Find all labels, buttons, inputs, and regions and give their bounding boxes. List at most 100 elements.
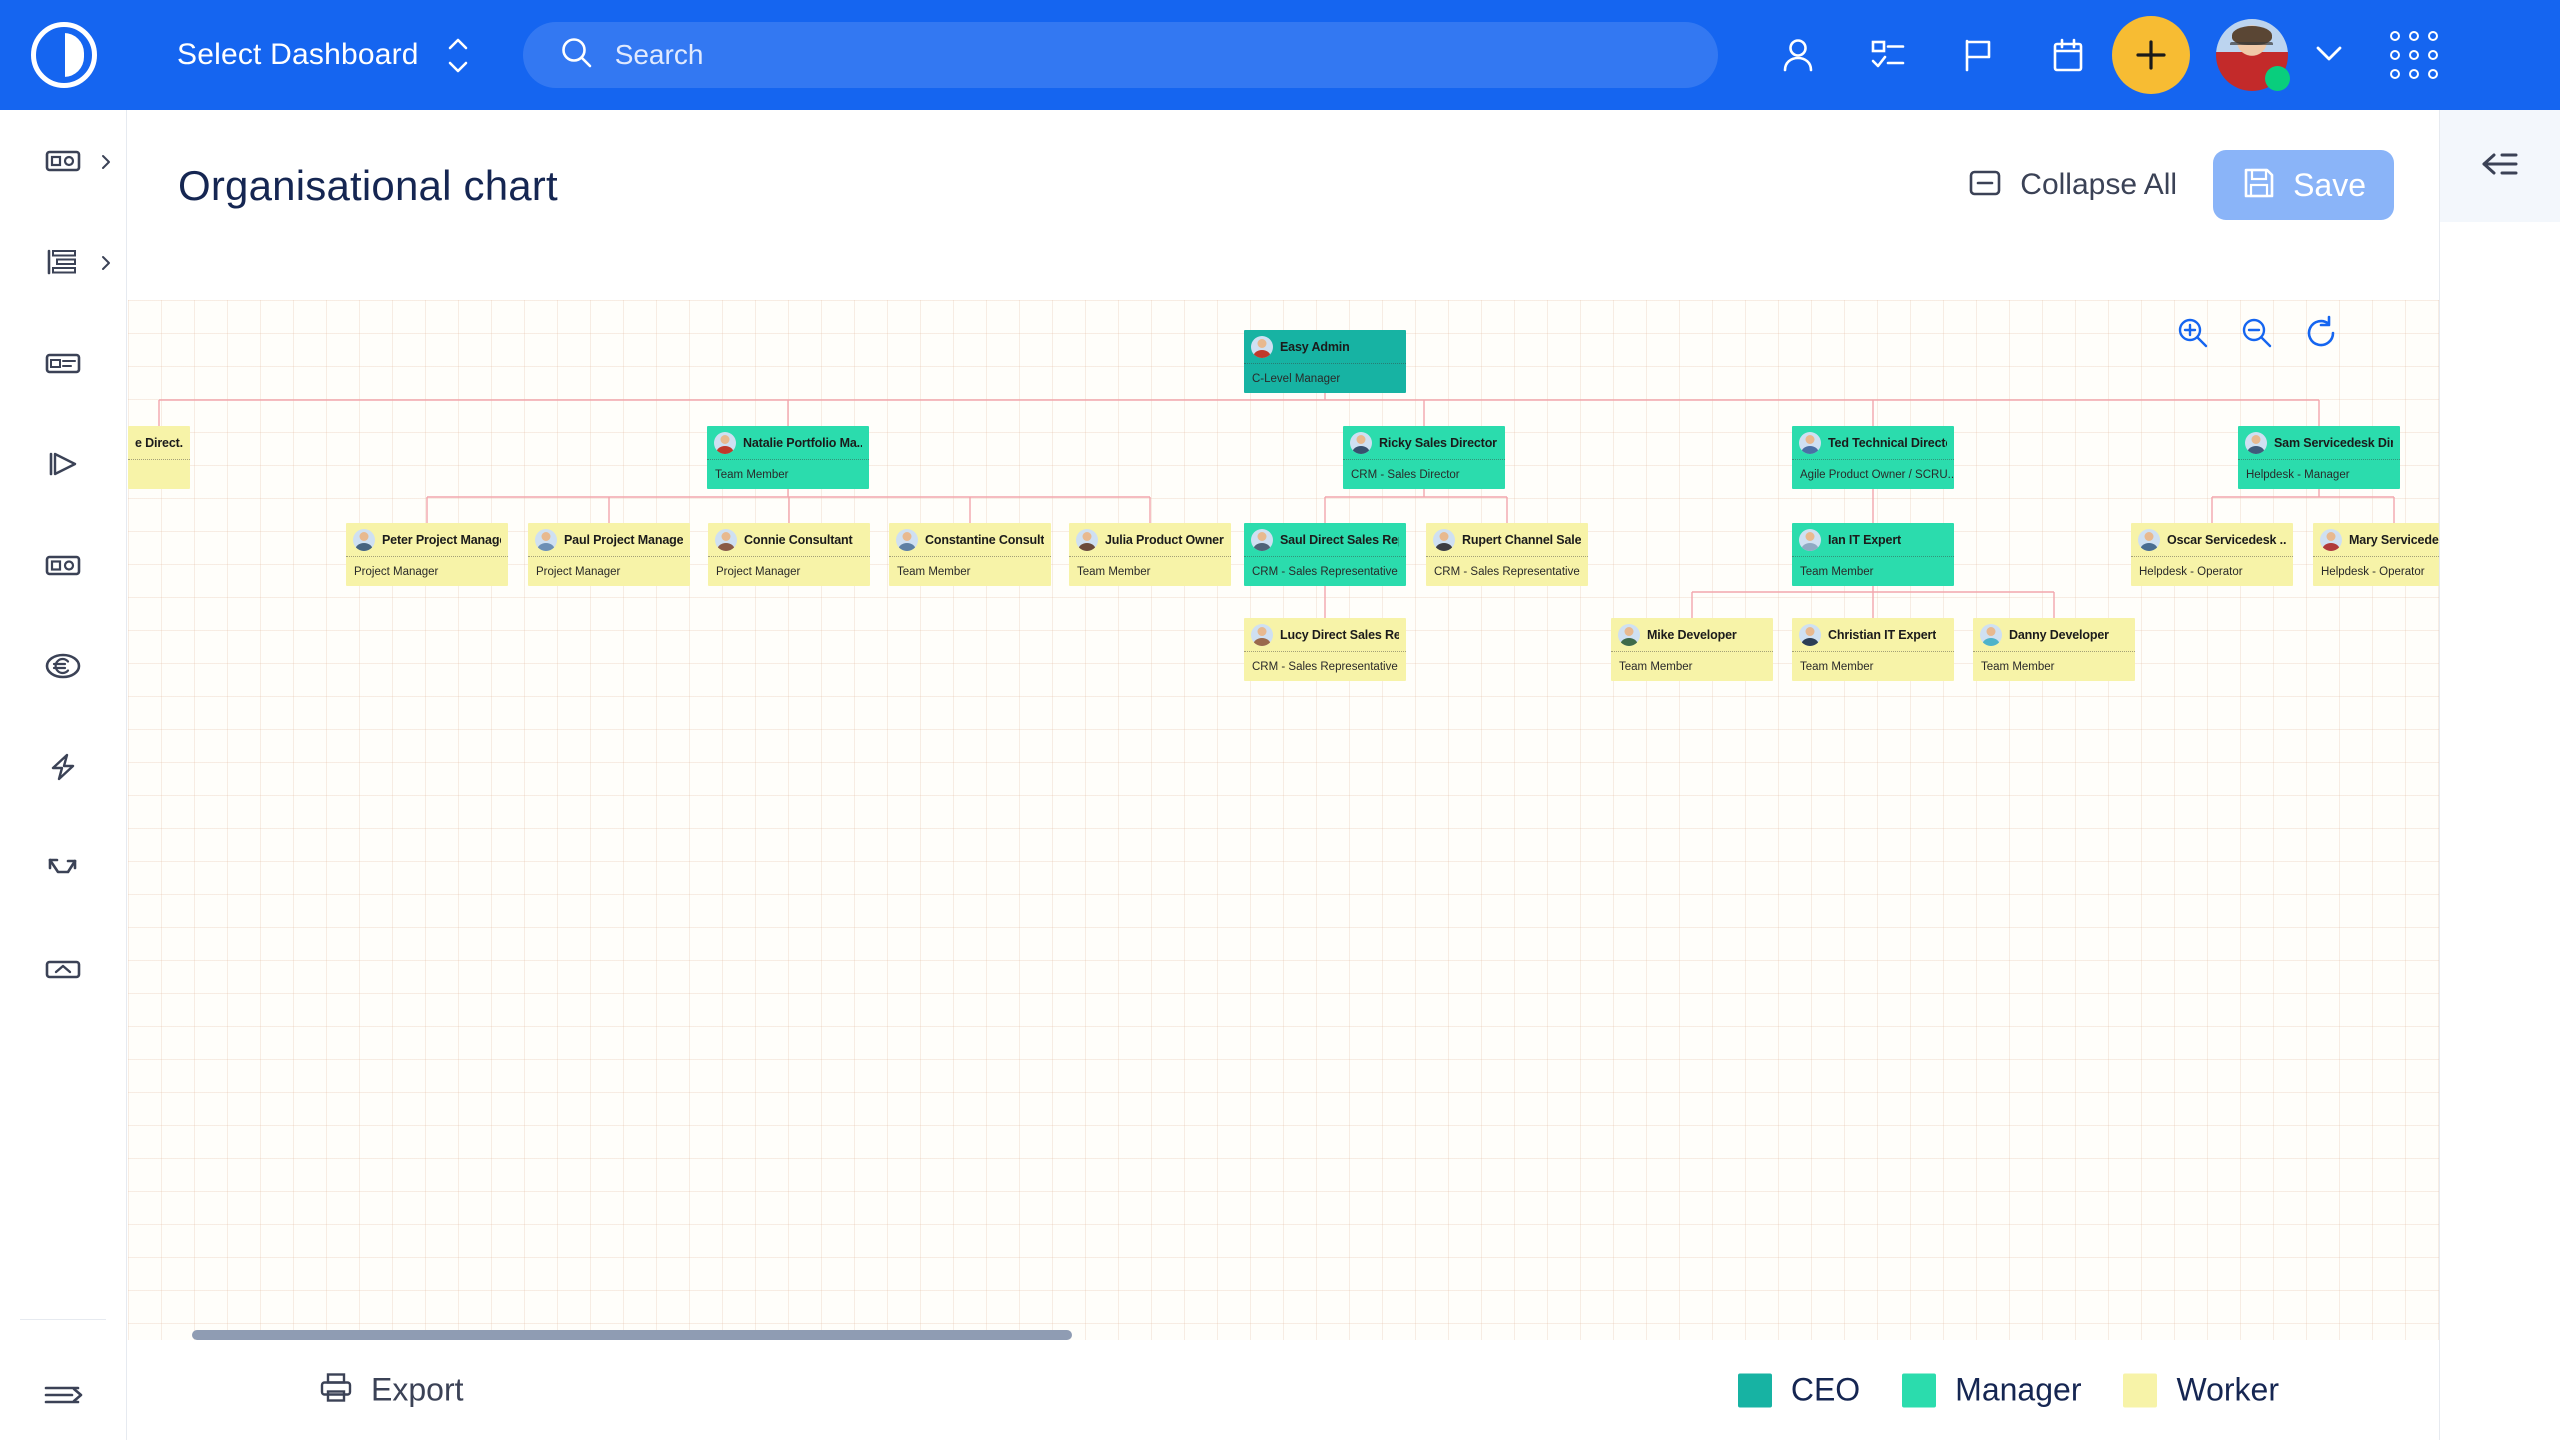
task-list-icon[interactable]: [1866, 33, 1910, 77]
grid-dot: [2427, 69, 2438, 79]
org-node-header: Lucy Direct Sales Rep: [1244, 618, 1406, 652]
avatar: [715, 528, 737, 551]
sidebar-divider: [20, 1319, 106, 1320]
sidebar-item-collapse-panel[interactable]: [0, 918, 127, 1019]
save-button[interactable]: Save: [2213, 150, 2394, 220]
export-label: Export: [371, 1371, 464, 1408]
sidebar-item-card[interactable]: [0, 312, 127, 413]
search-input[interactable]: Search: [522, 22, 1718, 88]
printer-icon: [318, 1370, 354, 1411]
flag-icon[interactable]: [1956, 33, 2000, 77]
legend-label: Manager: [1955, 1371, 2082, 1408]
app-logo[interactable]: [0, 0, 127, 110]
grid-dot: [2427, 31, 2438, 41]
org-node-name: Julia Product Owner: [1105, 532, 1224, 547]
sidebar-item-finance[interactable]: [0, 615, 127, 716]
org-node-subtitle: Team Member: [1619, 660, 1693, 673]
org-node[interactable]: Sam Servicedesk Dir...Helpdesk - Manager: [2238, 426, 2400, 489]
org-node[interactable]: Rupert Channel Sale...CRM - Sales Repres…: [1426, 523, 1588, 586]
org-node[interactable]: e Direct...: [128, 426, 190, 489]
apps-grid-icon[interactable]: [2389, 31, 2438, 79]
org-node-subtitle: [128, 460, 190, 489]
avatar: [535, 528, 557, 551]
collapse-all-button[interactable]: Collapse All: [1968, 166, 2177, 205]
collapse-right-panel-icon[interactable]: [2472, 144, 2528, 189]
avatar: [353, 528, 375, 551]
sidebar-item-dashboard-alt[interactable]: [0, 514, 127, 615]
top-navigation-bar: Select Dashboard Search: [0, 0, 2560, 110]
org-node-header: Rupert Channel Sale...: [1426, 523, 1588, 557]
zoom-in-icon[interactable]: [2175, 315, 2211, 356]
dashboard-selector[interactable]: Select Dashboard: [177, 37, 471, 74]
add-button[interactable]: [2111, 16, 2190, 94]
grid-dot: [2389, 69, 2400, 79]
easy-project-logo-icon: [30, 22, 97, 88]
org-node-header: Easy Admin: [1244, 330, 1406, 364]
legend-swatch: [2123, 1373, 2158, 1407]
legend-label: Worker: [2176, 1371, 2279, 1408]
sidebar-item-expand-menu[interactable]: [0, 1348, 127, 1440]
dashboard-alt-icon: [45, 555, 81, 575]
org-node-name: e Direct...: [135, 435, 183, 450]
org-node-subtitle: Helpdesk - Operator: [2321, 565, 2425, 578]
user-menu-chevron-down-icon[interactable]: [2312, 42, 2346, 69]
legend-item: Manager: [1902, 1372, 2081, 1409]
org-node[interactable]: Constantine Consult...Team Member: [889, 523, 1051, 586]
lightning-icon: [51, 753, 75, 780]
org-node-subtitle: Project Manager: [354, 565, 439, 578]
dashboard-selector-label: Select Dashboard: [177, 38, 419, 71]
gantt-icon: [47, 249, 76, 274]
horizontal-scrollbar-track[interactable]: [128, 1330, 2439, 1340]
avatar: [1980, 623, 2002, 646]
sidebar-item-dashboard[interactable]: [0, 110, 127, 211]
branch-icon: [48, 858, 77, 873]
avatar: [1799, 431, 1821, 454]
sidebar-item-gantt[interactable]: [0, 211, 127, 312]
org-node[interactable]: Natalie Portfolio Ma...Team Member: [707, 426, 869, 489]
org-node-header: Constantine Consult...: [889, 523, 1051, 557]
calendar-icon[interactable]: [2046, 33, 2090, 77]
milestone-flag-icon: [49, 452, 77, 475]
zoom-out-icon[interactable]: [2239, 315, 2275, 356]
org-node-subtitle: Agile Product Owner / SCRU...: [1800, 468, 1954, 481]
reset-zoom-icon[interactable]: [2303, 315, 2339, 356]
export-button[interactable]: Export: [318, 1370, 463, 1411]
org-node-header: Julia Product Owner: [1069, 523, 1231, 557]
avatar: [1799, 623, 1821, 646]
sidebar-item-automation[interactable]: [0, 716, 127, 817]
contact-icon[interactable]: [1776, 33, 1820, 77]
org-node-header: Peter Project Manager: [346, 523, 508, 557]
org-node-subtitle: C-Level Manager: [1252, 372, 1341, 385]
user-avatar[interactable]: [2215, 19, 2290, 91]
org-node-header: e Direct...: [128, 426, 190, 460]
avatar: [1799, 528, 1821, 551]
org-node-subtitle: Project Manager: [716, 565, 801, 578]
org-node-name: Natalie Portfolio Ma...: [743, 435, 862, 450]
horizontal-scrollbar-thumb[interactable]: [192, 1330, 1072, 1340]
sidebar-item-milestone[interactable]: [0, 413, 127, 514]
right-panel-body: [2439, 222, 2560, 1440]
legend-swatch: [1902, 1373, 1937, 1407]
grid-dot: [2408, 50, 2419, 60]
org-node[interactable]: Oscar Servicedesk ...Helpdesk - Operator: [2131, 523, 2293, 586]
org-node-subtitle: Team Member: [1800, 565, 1874, 578]
grid-dot: [2427, 50, 2438, 60]
org-node[interactable]: Mary Servicedesk O...Helpdesk - Operator: [2313, 523, 2439, 586]
page-header: Organisational chart Collapse All Save: [128, 110, 2439, 300]
sidebar-item-workflow[interactable]: [0, 817, 127, 918]
